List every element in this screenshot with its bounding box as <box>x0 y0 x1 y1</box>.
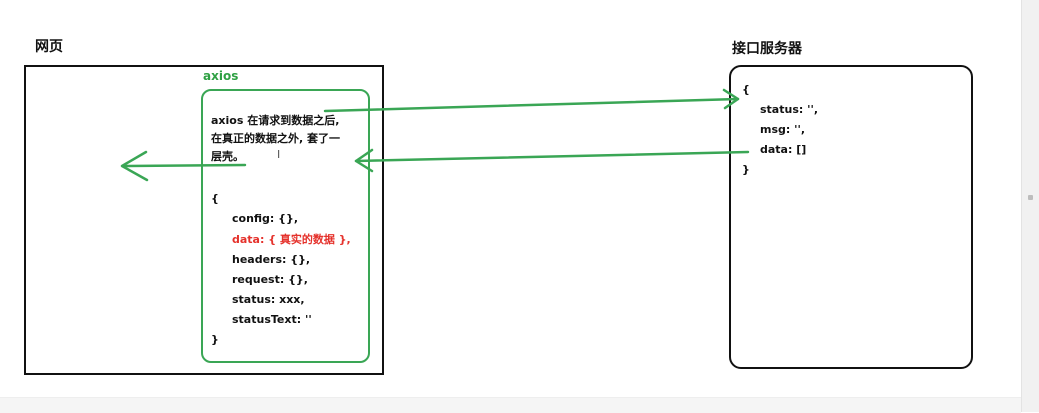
server-box <box>729 65 973 369</box>
webpage-label: 网页 <box>35 39 63 55</box>
axios-code-line: config: {}, <box>232 212 299 225</box>
axios-description-line: 在真正的数据之外, 套了一 <box>211 132 341 145</box>
server-label: 接口服务器 <box>732 41 802 57</box>
server-code-line: status: '', <box>760 103 819 116</box>
bottom-bar <box>0 397 1021 413</box>
output-arrow-head <box>120 150 149 182</box>
output-arrow <box>121 163 247 168</box>
axios-title: axios <box>203 69 239 83</box>
server-code-line: { <box>742 83 750 96</box>
axios-code-line: status: xxx, <box>232 293 305 306</box>
axios-code-line: request: {}, <box>232 273 308 286</box>
server-code-line: } <box>742 163 750 176</box>
axios-code-line: } <box>211 333 219 346</box>
scroll-marker-icon <box>1028 195 1033 200</box>
axios-description-line: 层壳。 <box>211 150 244 163</box>
server-code-line: data: [] <box>760 143 807 156</box>
axios-code-line: statusText: '' <box>232 313 312 326</box>
axios-description: axios 在请求到数据之后, 在真正的数据之外, 套了一 层壳。 <box>211 112 371 166</box>
axios-code-line-data: data: { 真实的数据 }, <box>232 233 351 246</box>
server-code-line: msg: '', <box>760 123 806 136</box>
response-arrow-head <box>354 148 374 173</box>
axios-code-line: { <box>211 192 219 205</box>
request-arrow <box>323 97 740 113</box>
axios-code-line: headers: {}, <box>232 253 311 266</box>
text-cursor-icon: I <box>277 148 281 161</box>
vertical-scrollbar[interactable] <box>1021 0 1039 412</box>
response-arrow <box>354 150 750 163</box>
request-arrow-head <box>722 88 740 110</box>
axios-description-line: axios 在请求到数据之后, <box>211 114 340 127</box>
webpage-box <box>24 65 384 375</box>
axios-box <box>201 89 370 363</box>
